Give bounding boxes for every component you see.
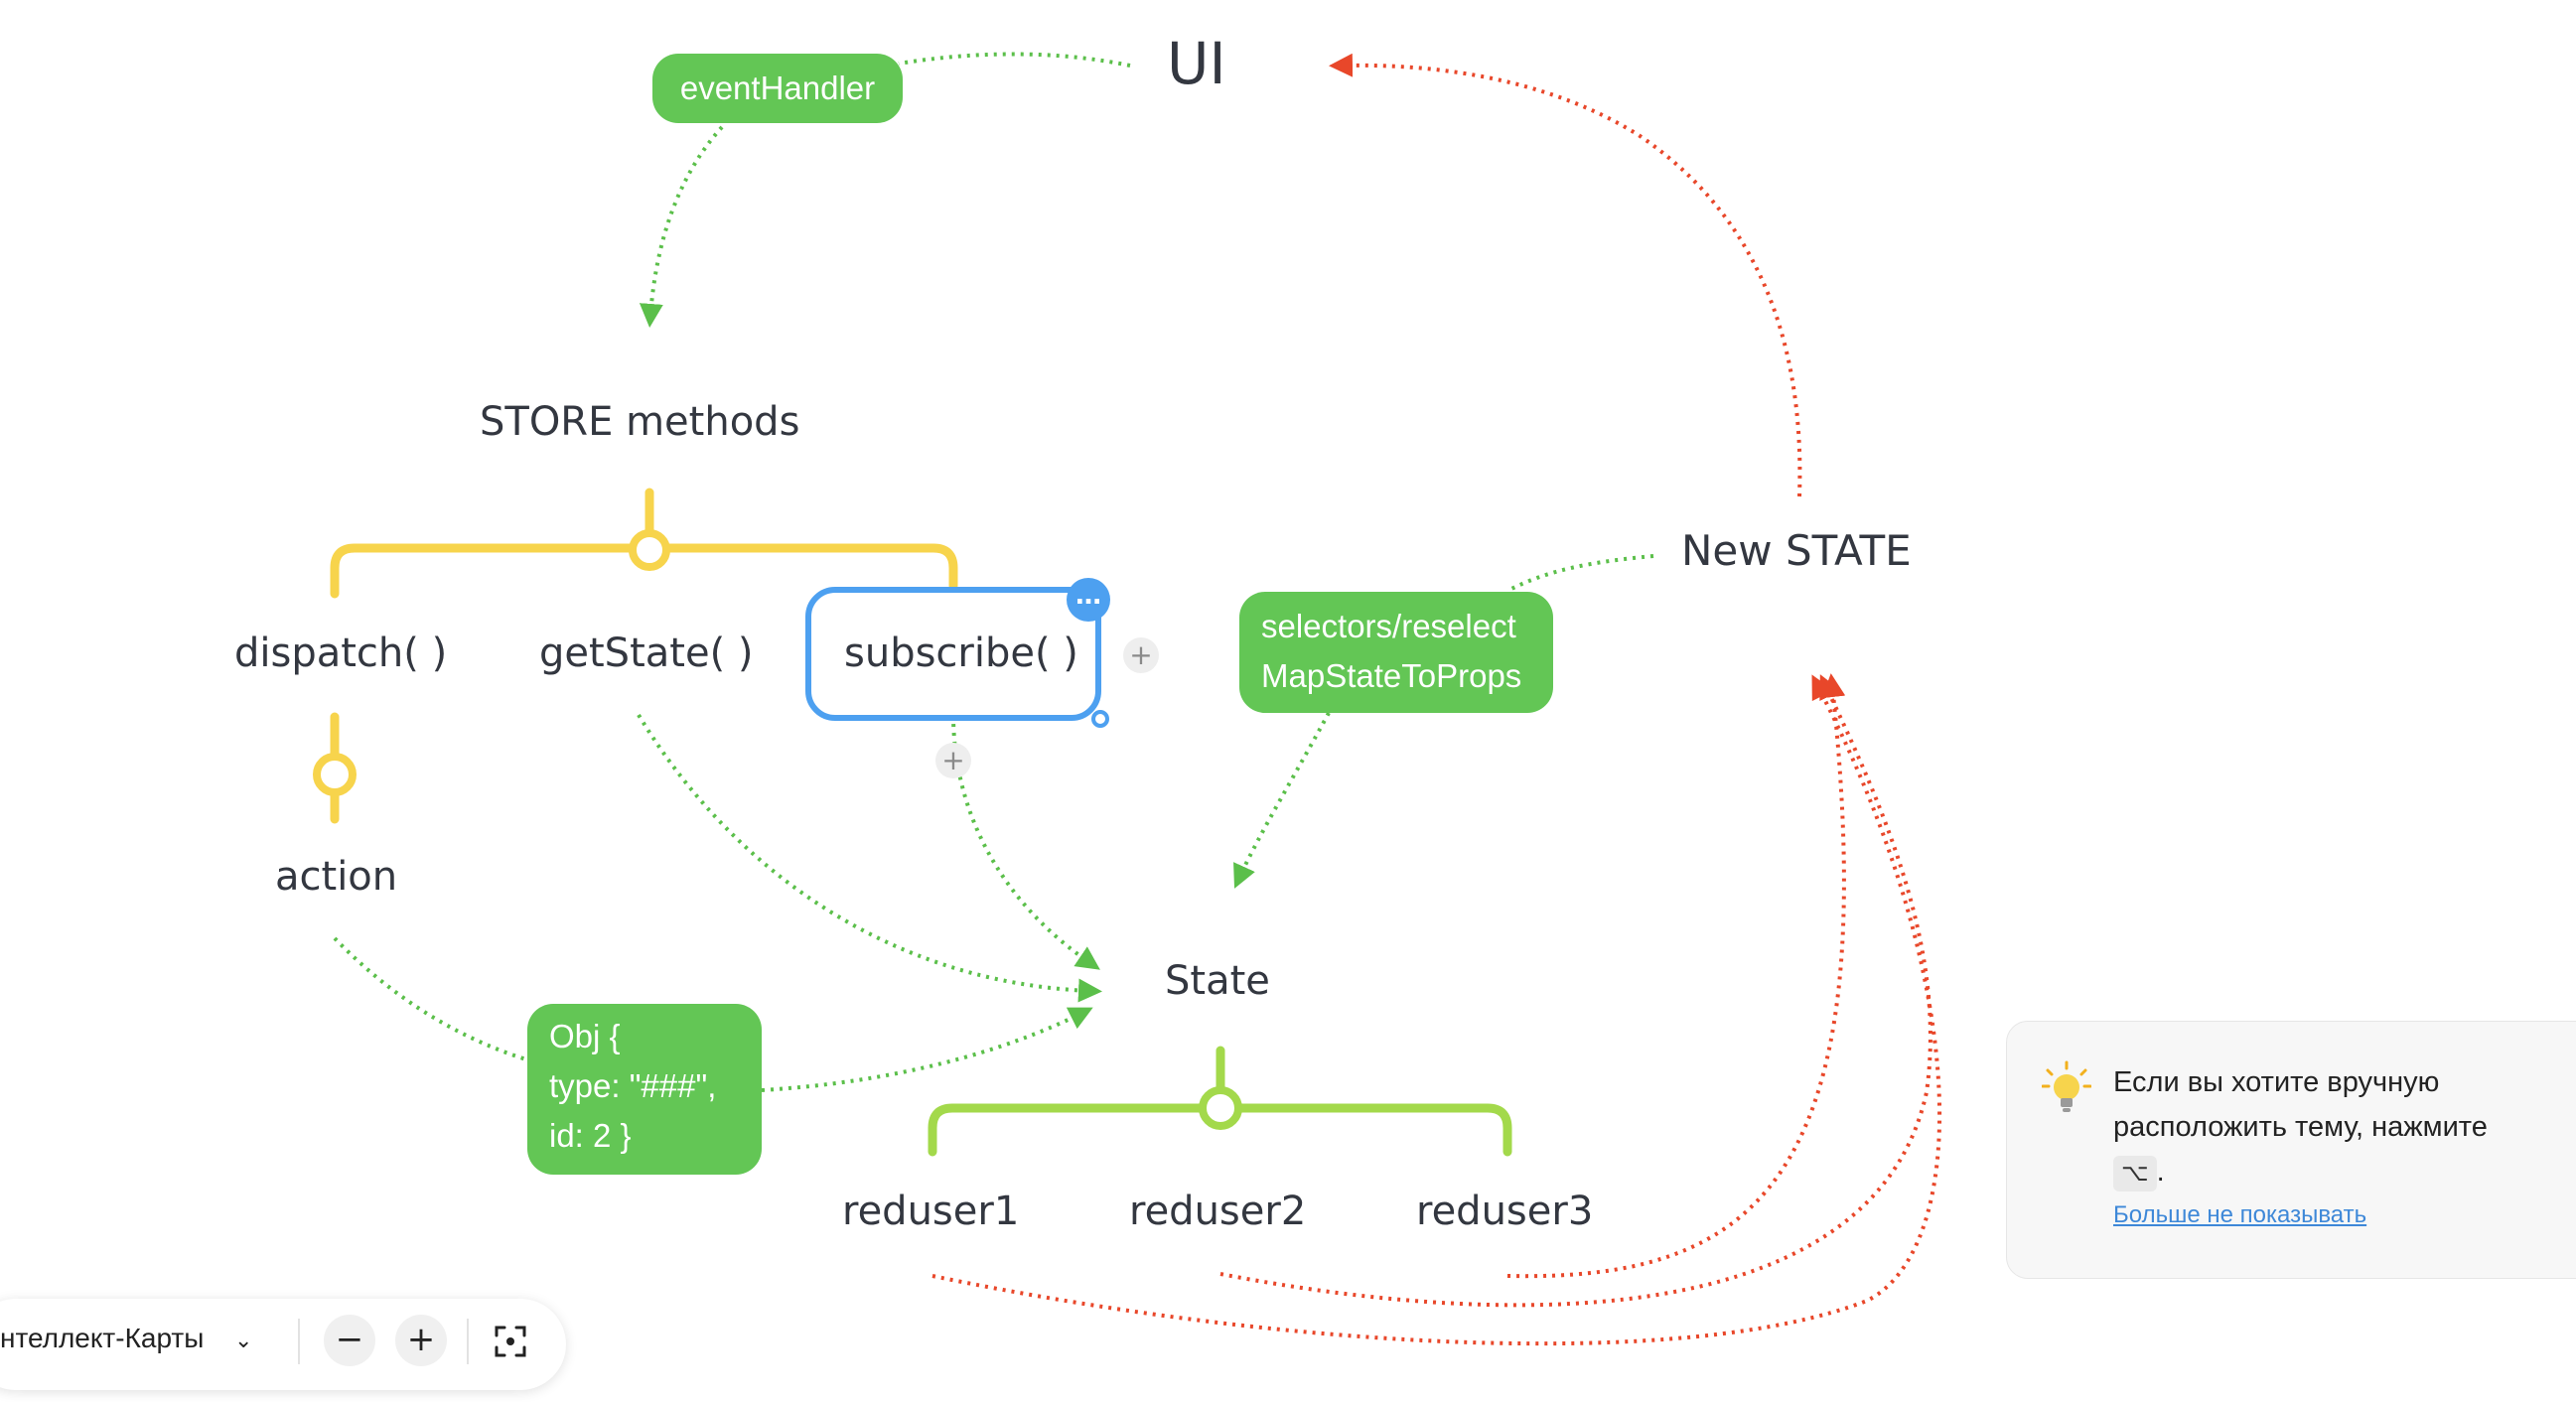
link-obj-state [761,1007,1093,1092]
node-reducer-3[interactable]: reduser3 [1416,1189,1594,1234]
bottom-toolbar [0,1299,566,1390]
tip-line-2: расположить тему, нажмите [2113,1111,2488,1143]
chevron-down-icon[interactable]: ⌄ [234,1329,253,1353]
store-branch-node[interactable] [629,529,670,571]
label-obj-line-1: Obj { [549,1018,621,1054]
red-links [931,53,1941,1346]
theme-selector[interactable]: нтеллект-Карты [0,1323,205,1353]
lightbulb-icon [2042,1060,2091,1112]
link-action-obj [333,936,537,1064]
label-event-handler[interactable]: eventHandler [652,54,903,123]
node-dispatch[interactable]: dispatch( ) [234,631,448,676]
label-obj-line-3: id: 2 } [549,1117,632,1154]
node-getstate[interactable]: getState( ) [539,631,754,676]
tip-line-3: ⌥. [2113,1150,2488,1194]
link-r1-newstate [931,674,1941,1346]
node-store-methods[interactable]: STORE methods [480,399,800,445]
tip-line-1: Если вы хотите вручную [2113,1066,2440,1098]
node-reducer-1[interactable]: reduser1 [842,1189,1020,1234]
node-state[interactable]: State [1165,958,1270,1004]
fit-screen-icon[interactable] [494,1325,527,1358]
dont-show-again-link[interactable]: Больше не показывать [2113,1201,2367,1228]
resize-handle[interactable] [1091,710,1109,728]
dispatch-branch-node[interactable] [313,753,357,796]
tip-period: . [2156,1156,2165,1188]
link-selectors-state [1233,712,1331,889]
option-key-badge: ⌥ [2113,1156,2157,1192]
node-new-state[interactable]: New STATE [1681,526,1912,575]
link-r3-newstate [1506,673,1846,1279]
link-subscribe-state [951,714,1100,970]
toolbar-divider [298,1319,300,1364]
tip-message: Если вы хотите вручную расположить тему,… [2113,1060,2488,1194]
more-options-icon[interactable]: … [1067,578,1110,622]
link-ui-event [898,52,1131,68]
label-selectors[interactable]: selectors/reselect MapStateToProps [1239,592,1553,713]
add-sibling-button[interactable]: + [1123,637,1159,673]
zoom-out-button[interactable]: − [324,1315,375,1366]
state-branch-node[interactable] [1199,1086,1242,1130]
label-selectors-line-1: selectors/reselect [1261,608,1516,644]
link-newstate-ui [1329,53,1802,497]
node-reducer-2[interactable]: reduser2 [1129,1189,1307,1234]
label-selectors-line-2: MapStateToProps [1261,657,1522,694]
green-links [333,52,1654,1092]
label-obj-line-2: type: "###", [549,1067,717,1104]
link-newstate-selectors [1508,554,1654,592]
toolbar-divider [467,1319,469,1364]
tip-card [2006,1021,2576,1279]
node-subscribe[interactable]: subscribe( ) [844,631,1078,676]
node-action[interactable]: action [275,854,398,900]
add-child-button[interactable]: + [935,743,971,778]
label-obj[interactable]: Obj { type: "###", id: 2 } [527,1004,762,1175]
link-getstate-state [637,713,1102,1003]
link-event-store [639,125,724,328]
selected-node-outline[interactable] [805,587,1101,721]
zoom-in-button[interactable]: + [395,1315,447,1366]
node-ui[interactable]: UI [1167,30,1226,97]
